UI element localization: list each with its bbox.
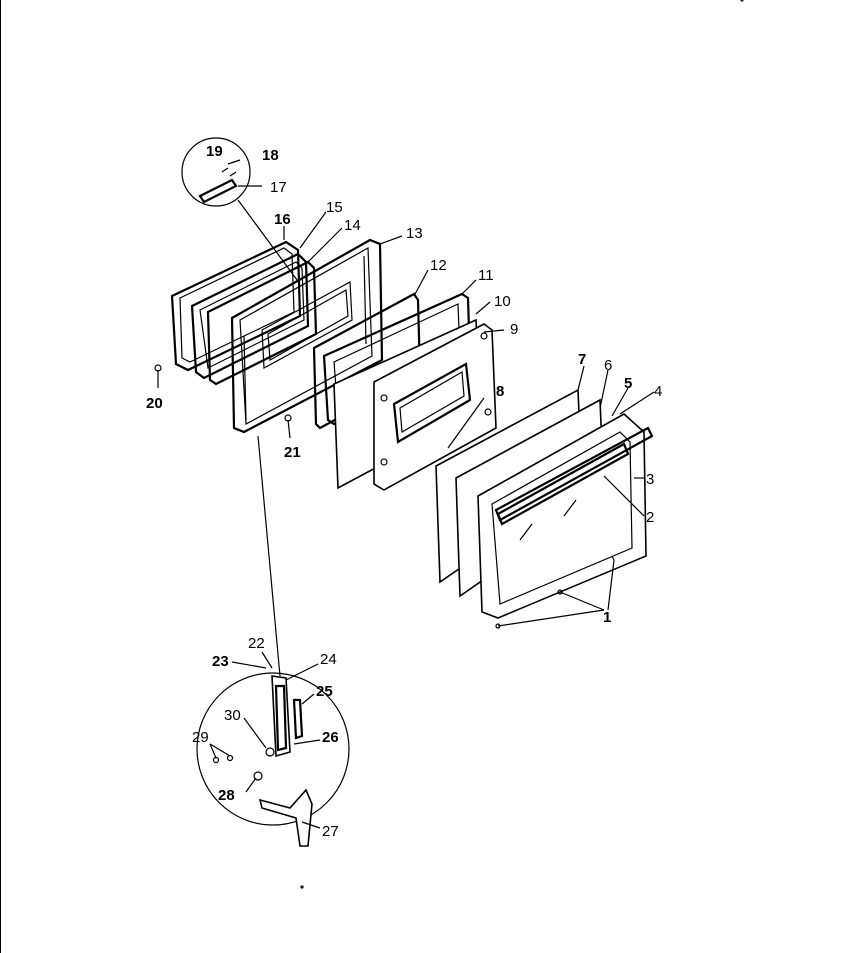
part-label-27: 27 [322,823,339,840]
door-inner-frame [373,323,497,491]
inner-door-panel [230,238,384,434]
part-label-10: 10 [494,293,511,310]
inset-hinge-bottom [196,672,350,847]
part-label-8: 8 [496,383,504,400]
part-label-15: 15 [326,199,343,216]
part-label-18: 18 [262,147,279,164]
leader-lines [154,0,744,889]
part-label-29: 29 [192,729,209,746]
part-label-4: 4 [654,383,662,400]
part-label-26: 26 [322,729,339,746]
part-label-13: 13 [406,225,423,242]
part-label-30: 30 [224,707,241,724]
part-label-9: 9 [510,321,518,338]
part-label-12: 12 [430,257,447,274]
page-left-border [0,0,1,953]
part-label-17: 17 [270,179,287,196]
part-label-21: 21 [284,444,301,461]
part-label-28: 28 [218,787,235,804]
part-label-1: 1 [603,609,611,626]
part-label-2: 2 [646,509,654,526]
part-label-23: 23 [212,653,229,670]
part-label-7: 7 [578,351,586,368]
part-label-20: 20 [146,395,163,412]
part-label-6: 6 [604,357,612,374]
part-label-19: 19 [206,143,223,160]
part-label-5: 5 [624,375,632,392]
part-label-22: 22 [248,635,265,652]
part-label-3: 3 [646,471,654,488]
inset-hinge-top [181,137,301,285]
part-label-24: 24 [320,651,337,668]
part-label-14: 14 [344,217,361,234]
hinge-connector-line [257,435,281,677]
part-label-11: 11 [478,267,494,284]
part-label-25: 25 [316,683,333,700]
outer-door-frame [477,413,654,619]
part-label-16: 16 [274,211,291,228]
